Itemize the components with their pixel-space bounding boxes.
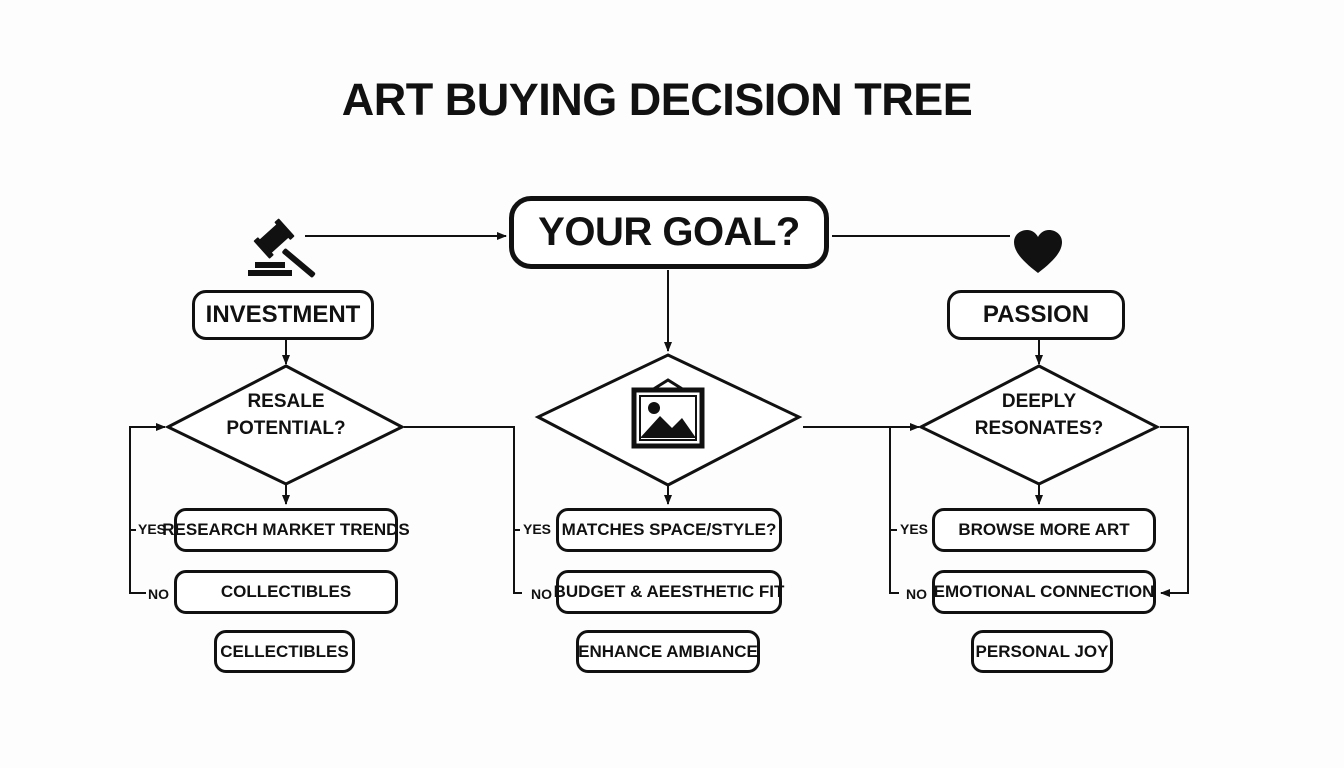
left-diamond-right-line (404, 426, 522, 594)
investment-no-label: NO (148, 586, 169, 602)
gavel-icon (248, 218, 316, 278)
deeply-resonates-question: DEEPLY RESONATES? (959, 388, 1119, 442)
right-loop-line (889, 427, 899, 594)
deeply-resonates-diamond (917, 364, 1161, 486)
personal-joy-box: PERSONAL JOY (971, 630, 1113, 673)
heart-icon (1014, 230, 1062, 273)
resale-potential-line1: RESALE (247, 391, 325, 412)
resale-potential-line2: POTENTIAL? (226, 418, 346, 439)
passion-yes-label: YES (900, 521, 929, 537)
matches-space-style-box: MATCHES SPACE/STYLE? (556, 508, 782, 552)
enhance-ambiance-box: ENHANCE AMBIANCE (576, 630, 760, 673)
investment-box: INVESTMENT (192, 290, 374, 340)
passion-box: PASSION (947, 290, 1125, 340)
collectibles-box: COLLECTIBLES (174, 570, 398, 614)
research-market-trends-box: RESEARCH MARKET TRENDS (162, 508, 410, 552)
your-goal-box: YOUR GOAL? (509, 196, 829, 269)
picture-icon (631, 378, 705, 449)
diagram-title: ART BUYING DECISION TREE (341, 74, 973, 125)
browse-more-art-box: BROWSE MORE ART (932, 508, 1156, 552)
left-loop-line (129, 423, 166, 594)
resale-potential-diamond (164, 364, 406, 486)
resale-potential-question: RESALE POTENTIAL? (206, 388, 366, 442)
deeply-resonates-line1: DEEPLY (1001, 391, 1077, 412)
right-diamond-return-arrow (1160, 426, 1189, 597)
budget-aesthetic-fit-box: BUDGET & AEESTHETIC FIT (554, 570, 784, 614)
deeply-resonates-line2: RESONATES? (974, 418, 1104, 439)
cellectibles-box: CELLECTIBLES (214, 630, 355, 673)
middle-diamond (534, 353, 803, 487)
passion-no-label: NO (906, 586, 927, 602)
investment-yes-label: YES (138, 521, 167, 537)
middle-no-label: NO (531, 586, 552, 602)
emotional-connection-box: EMOTIONAL CONNECTION (932, 570, 1156, 614)
middle-yes-label: YES (523, 521, 552, 537)
